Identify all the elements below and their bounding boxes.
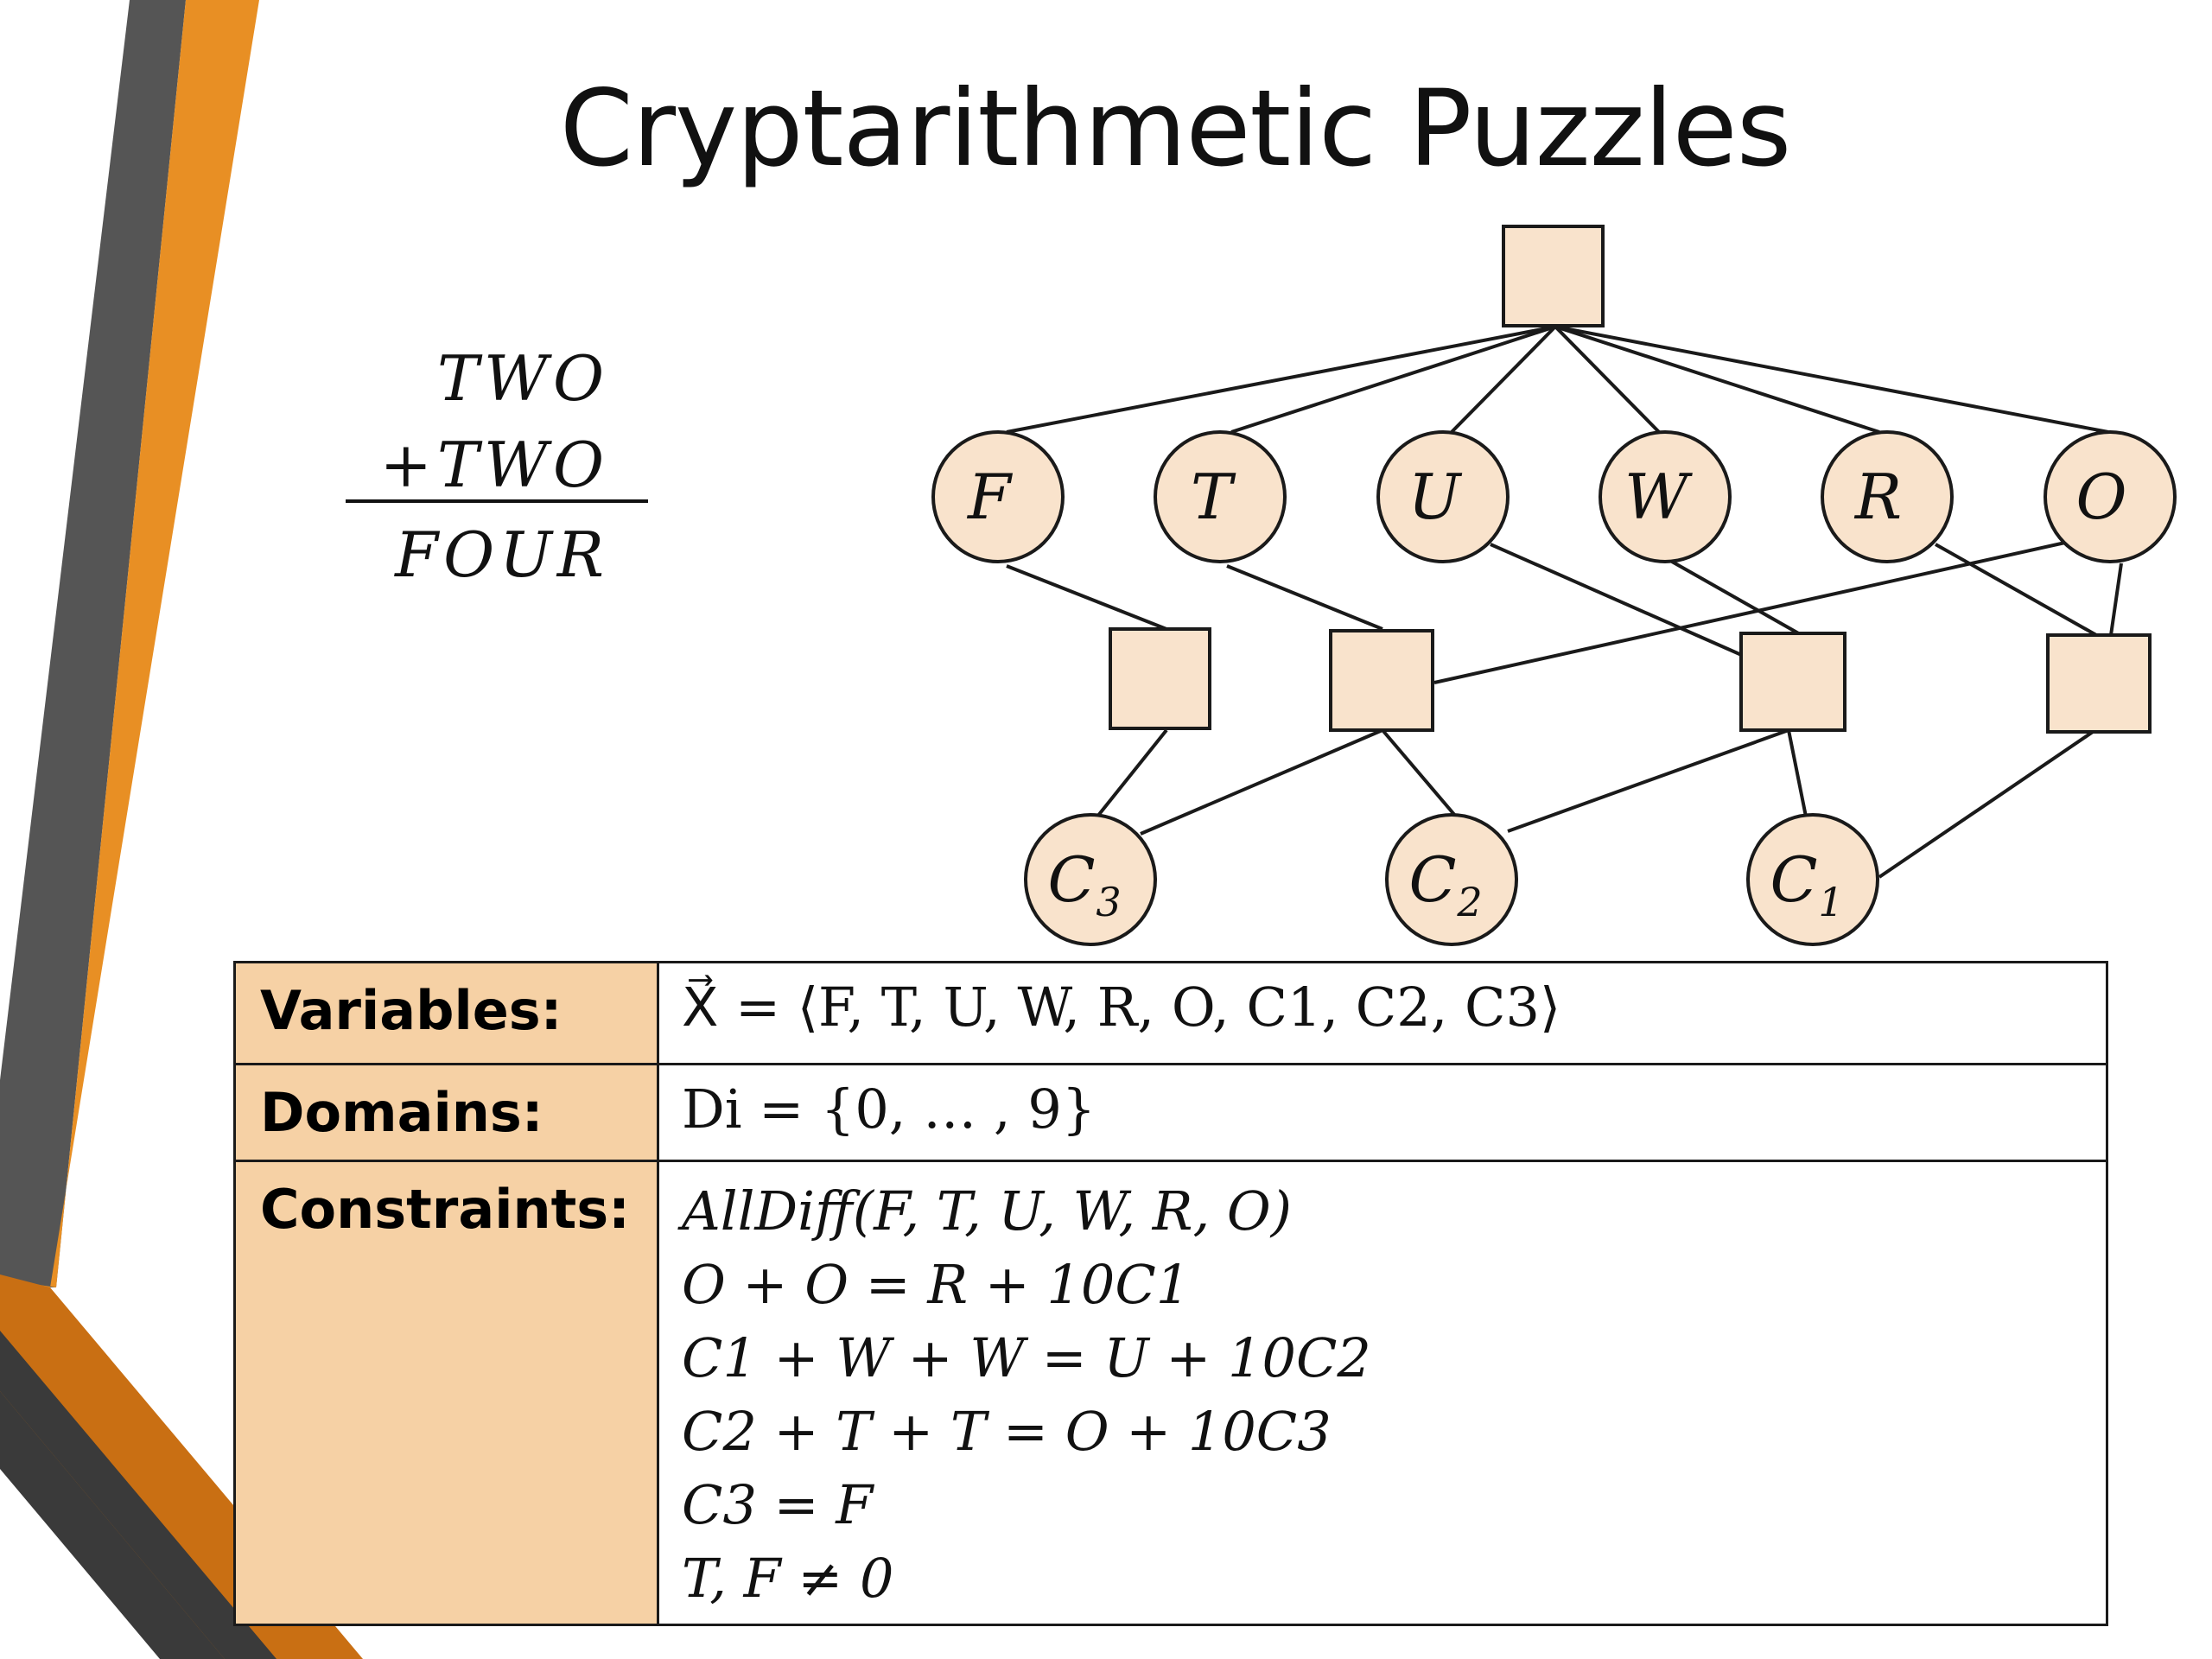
- edge-c3eq-c3: [1096, 728, 1168, 818]
- variable-node-f: F: [931, 430, 1065, 563]
- domains-row: Domains: Di = {0, … , 9}: [233, 1063, 2108, 1162]
- variable-node-label: O: [2075, 461, 2126, 533]
- alldiff-constraint-node: [1502, 225, 1605, 327]
- constraints-list: AllDiff(F, T, U, W, R, O) O + O = R + 10…: [657, 1160, 2108, 1626]
- variable-nodes: F T U W R O: [931, 430, 2177, 563]
- constraints-label: Constraints:: [233, 1160, 659, 1626]
- variable-node-w: W: [1599, 430, 1732, 563]
- carry-node-label: C: [1408, 843, 1456, 916]
- carry-node-label: C: [1047, 843, 1095, 916]
- edge-t-col3: [1226, 564, 1383, 631]
- domains-value: Di = {0, … , 9}: [657, 1063, 2108, 1162]
- puzzle-operand: TWO: [436, 342, 609, 415]
- domains-label: Domains:: [233, 1063, 659, 1162]
- constraint-line: O + O = R + 10C1: [682, 1253, 1191, 1316]
- edge-r-col1: [1935, 543, 2105, 641]
- constraint-nodes: [1109, 225, 2152, 734]
- constraints-row: Constraints: AllDiff(F, T, U, W, R, O) O…: [233, 1160, 2108, 1626]
- edge-o-col3: [1433, 541, 2066, 684]
- dark-diagonal-stripe-lower: [0, 1391, 225, 1659]
- edge-alldiff-r: [1554, 325, 1880, 434]
- puzzle-sum-rule: [346, 499, 648, 503]
- carry-node-c2: C 2: [1385, 813, 1518, 946]
- slide-title: Cryptarithmetic Puzzles: [559, 67, 1792, 190]
- edge-alldiff-o: [1554, 325, 2109, 434]
- carry-node-c3: C 3: [1024, 813, 1157, 946]
- variable-node-r: R: [1821, 430, 1954, 563]
- variables-value: X⃗ = ⟨F, T, U, W, R, O, C1, C2, C3⟩: [657, 961, 2108, 1065]
- graph-edges: [1006, 325, 2123, 879]
- edge-alldiff-f: [1006, 325, 1556, 434]
- puzzle-addend: +TWO: [379, 429, 609, 501]
- constraint-line: C2 + T + T = O + 10C3: [682, 1400, 1332, 1463]
- column2-constraint-node: [1739, 632, 1847, 732]
- column1-constraint-node: [2046, 633, 2152, 734]
- carry-node-subscript: 3: [1096, 879, 1121, 925]
- edge-f-c3eq: [1006, 564, 1167, 631]
- carry-node-c1: C 1: [1746, 813, 1879, 946]
- variable-node-label: F: [966, 461, 1014, 533]
- edge-col3-c2: [1381, 728, 1458, 818]
- c3-equals-f-constraint-node: [1109, 627, 1211, 730]
- carry-node-subscript: 1: [1818, 879, 1843, 925]
- variable-node-label: R: [1853, 461, 1902, 533]
- edge-col2-c1: [1787, 729, 1808, 817]
- constraint-line: T, F ≠ 0: [682, 1547, 894, 1610]
- dark-diagonal-stripe: [0, 1331, 276, 1659]
- constraint-line: AllDiff(F, T, U, W, R, O): [682, 1179, 1292, 1243]
- orange-stripe: [0, 0, 259, 1287]
- variable-node-t: T: [1154, 430, 1287, 563]
- edge-col3-c3: [1140, 728, 1383, 836]
- csp-definition-table: Variables: X⃗ = ⟨F, T, U, W, R, O, C1, C…: [233, 961, 2108, 1626]
- constraint-line: C3 = F: [682, 1473, 874, 1536]
- carry-node-subscript: 2: [1456, 879, 1482, 925]
- variable-node-o: O: [2044, 430, 2177, 563]
- constraint-line: C1 + W + W = U + 10C2: [682, 1326, 1371, 1389]
- edge-col1-c1: [1878, 728, 2097, 879]
- variable-node-label: W: [1624, 461, 1693, 533]
- variables-row: Variables: X⃗ = ⟨F, T, U, W, R, O, C1, C…: [233, 961, 2108, 1065]
- edge-w-col2: [1671, 560, 1802, 637]
- variable-node-label: T: [1191, 461, 1236, 533]
- carry-nodes: C 3 C 2 C 1: [1024, 813, 1879, 946]
- dark-stripe: [0, 0, 186, 1287]
- carry-node-label: C: [1770, 843, 1817, 916]
- variables-label: Variables:: [233, 961, 659, 1065]
- cryptarithm-puzzle: TWO +TWO FOUR: [346, 335, 648, 598]
- edge-alldiff-w: [1554, 325, 1661, 434]
- edge-o-col1: [2109, 563, 2123, 636]
- edge-alldiff-t: [1230, 325, 1556, 434]
- edge-u-col2: [1490, 543, 1746, 658]
- edge-col2-c2: [1507, 728, 1789, 833]
- puzzle-sum: FOUR: [395, 518, 609, 591]
- column3-constraint-node: [1329, 629, 1434, 732]
- variable-node-label: U: [1408, 461, 1463, 533]
- edge-alldiff-u: [1450, 325, 1557, 434]
- variable-node-u: U: [1376, 430, 1510, 563]
